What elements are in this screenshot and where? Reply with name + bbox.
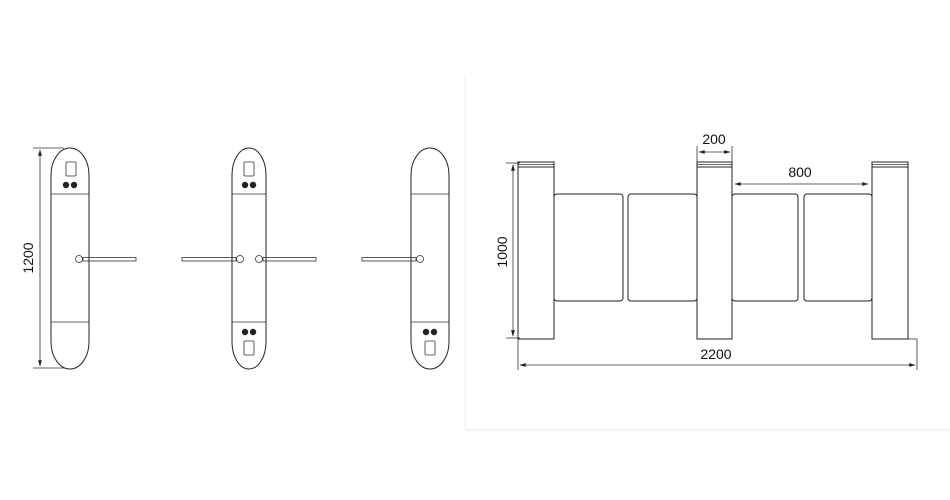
dimension-200: 200 <box>696 131 733 163</box>
post-left <box>517 161 555 340</box>
post-center <box>696 161 733 340</box>
dimension-1000: 1000 <box>494 162 520 339</box>
indicator-lights-icon <box>422 328 438 336</box>
turnstile-arm <box>361 257 417 262</box>
arm-hub <box>255 255 263 263</box>
arm-hub <box>236 255 244 263</box>
top-view: 1200 <box>20 147 450 370</box>
indicator-lights-icon <box>241 181 257 189</box>
dim-label-2200: 2200 <box>700 346 731 362</box>
dimension-1200: 1200 <box>20 147 64 369</box>
dim-label-1200: 1200 <box>20 242 36 273</box>
indicator-lights-icon <box>241 328 257 336</box>
arm-hub <box>416 255 424 263</box>
dim-label-1000: 1000 <box>494 236 510 267</box>
swing-panel-1 <box>553 193 624 302</box>
swing-panel-4 <box>803 193 873 302</box>
turnstile-arm <box>262 257 317 262</box>
turnstile-unit-2 <box>181 147 317 370</box>
dim-label-800: 800 <box>788 164 812 180</box>
card-reader-icon <box>243 161 255 177</box>
turnstile-arm <box>82 257 137 262</box>
turnstile-unit-1 <box>50 147 137 370</box>
dimension-800: 800 <box>734 164 869 186</box>
dimension-2200: 2200 <box>517 338 918 370</box>
turnstile-unit-3 <box>361 147 450 370</box>
swing-panel-3 <box>731 193 799 302</box>
indicator-lights-icon <box>62 181 78 189</box>
elevation-view: 1000 200 800 <box>494 131 918 370</box>
card-reader-icon <box>424 340 436 356</box>
turnstile-arm <box>181 257 237 262</box>
arm-hub <box>75 255 83 263</box>
swing-panel-2 <box>627 193 698 302</box>
card-reader-icon <box>243 340 255 356</box>
post-right <box>871 161 909 340</box>
card-reader-icon <box>65 161 77 177</box>
dim-label-200: 200 <box>702 131 726 147</box>
